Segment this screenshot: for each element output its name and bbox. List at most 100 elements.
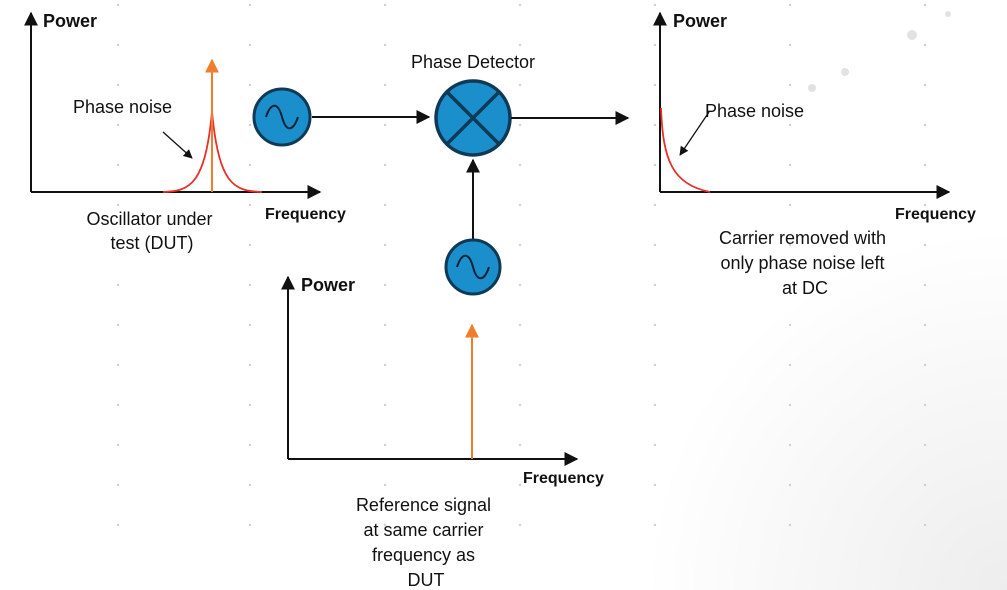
background-dot [653,283,657,287]
background-dot [383,443,387,447]
background-dot [116,363,120,367]
background-dot [248,323,252,327]
background-dot [518,403,522,407]
background-dot [653,363,657,367]
background-dot [116,163,120,167]
background-dot [788,443,792,447]
background-dot [788,43,792,47]
background-dot [923,363,927,367]
background-dot [116,3,120,7]
dut-oscillator [252,87,312,147]
background-dot [518,483,522,487]
dut-caption: Oscillator under test (DUT) [86,209,217,253]
reference-caption-line-1: Reference signal [356,495,491,515]
background-dot [518,203,522,207]
background-dot [788,283,792,287]
background-dot [383,123,387,127]
background-dot [383,483,387,487]
background-dot [788,3,792,7]
reference-spectrum-plot: Power Frequency Reference signal at same… [281,275,604,590]
background-dot [923,163,927,167]
dut-y-axis-label: Power [43,11,97,31]
background-dot [383,203,387,207]
background-dot [248,483,252,487]
output-phase-noise-label: Phase noise [705,101,804,121]
background-dot [653,43,657,47]
background-dot [116,323,120,327]
background-dot [653,483,657,487]
background-dot [116,403,120,407]
background-dot [788,163,792,167]
background-dots [116,3,951,527]
background-dot [248,523,252,527]
output-caption-line-3: at DC [782,278,828,298]
background-dot [653,123,657,127]
background-dot [383,3,387,7]
background-dot [116,283,120,287]
background-dot [383,523,387,527]
background-dot [518,83,522,87]
background-dot [788,363,792,367]
background-dot [788,243,792,247]
reference-caption-line-2: at same carrier [363,520,483,540]
cross-multiply-icon [445,90,501,146]
background-dot [518,43,522,47]
background-dot [248,363,252,367]
background-dot [788,523,792,527]
output-annotation-pointer [679,111,710,156]
background-dot [518,363,522,367]
output-spectrum-plot: Power Frequency Phase noise Carrier remo… [653,11,976,298]
background-dot [116,203,120,207]
background-dot [653,203,657,207]
background-dot [923,3,927,7]
background-dot [248,83,252,87]
background-dot [383,243,387,247]
background-dot [788,123,792,127]
background-dot [923,403,927,407]
reference-caption-line-4: DUT [408,570,445,590]
background-dot [923,83,927,87]
background-dot [788,483,792,487]
background-dot [518,3,522,7]
background-dot [383,323,387,327]
background-dot [383,363,387,367]
sine-wave-icon [456,254,490,280]
reference-oscillator [444,238,502,296]
background-dot [383,43,387,47]
sine-wave-icon [265,104,299,130]
dut-caption-line-1: Oscillator under [86,209,212,229]
background-dot [518,163,522,167]
background-dot [923,523,927,527]
background-dot [653,323,657,327]
background-dot [907,30,917,40]
reference-x-axis-label: Frequency [523,470,604,487]
background-dot [788,203,792,207]
background-dot [248,3,252,7]
output-y-axis-label: Power [673,11,727,31]
background-dot [116,243,120,247]
background-dot [945,11,951,17]
output-caption-line-2: only phase noise left [720,253,884,273]
output-caption: Carrier removed with only phase noise le… [719,228,891,298]
background-dot [518,323,522,327]
background-dot [518,443,522,447]
reference-caption: Reference signal at same carrier frequen… [356,495,496,590]
dut-phase-noise-label: Phase noise [73,97,172,117]
output-x-axis-label: Frequency [895,206,976,223]
background-dot [653,523,657,527]
phase-detector-mixer [434,79,512,157]
background-dot [518,243,522,247]
background-dot [383,163,387,167]
background-dot [923,483,927,487]
background-dot [248,203,252,207]
background-dot [116,123,120,127]
background-dot [248,163,252,167]
background-dot [788,403,792,407]
background-dot [841,68,849,76]
background-dot [923,283,927,287]
dut-spectrum-plot: Power Frequency Phase noise Oscillator u… [24,11,346,253]
reference-caption-line-3: frequency as [372,545,475,565]
background-dot [923,323,927,327]
background-dot [788,83,792,87]
